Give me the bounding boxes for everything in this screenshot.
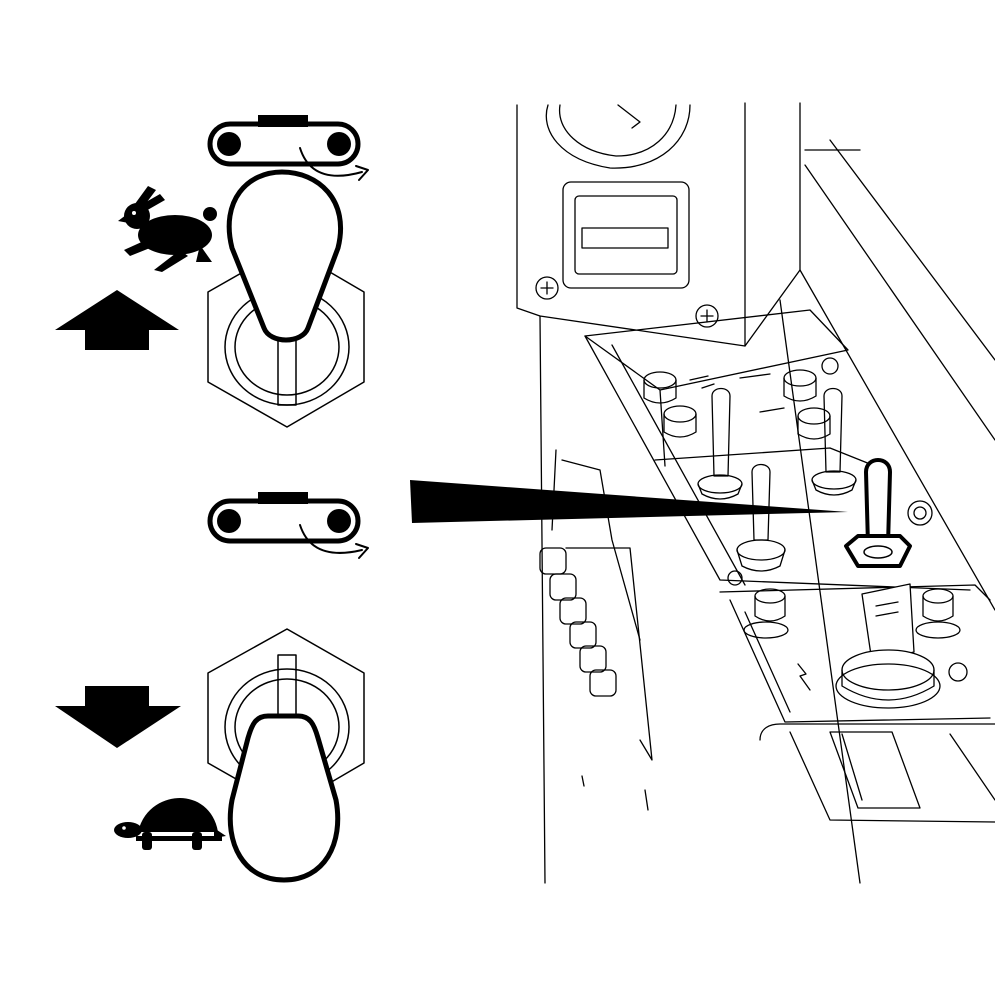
toggle-lever-down [227, 713, 341, 883]
turtle-icon [114, 798, 226, 850]
toggle-switch-highlighted [844, 458, 912, 568]
control-panel-detail [516, 102, 995, 884]
callout-wedge [410, 480, 848, 523]
arrow-up-icon [55, 290, 179, 350]
arrow-down-icon [55, 686, 181, 748]
button-column [539, 449, 653, 811]
toggle-lever-up [226, 169, 344, 343]
middle-track-icon [207, 492, 369, 559]
rabbit-icon [118, 186, 217, 272]
upper-track-icon [207, 115, 369, 181]
